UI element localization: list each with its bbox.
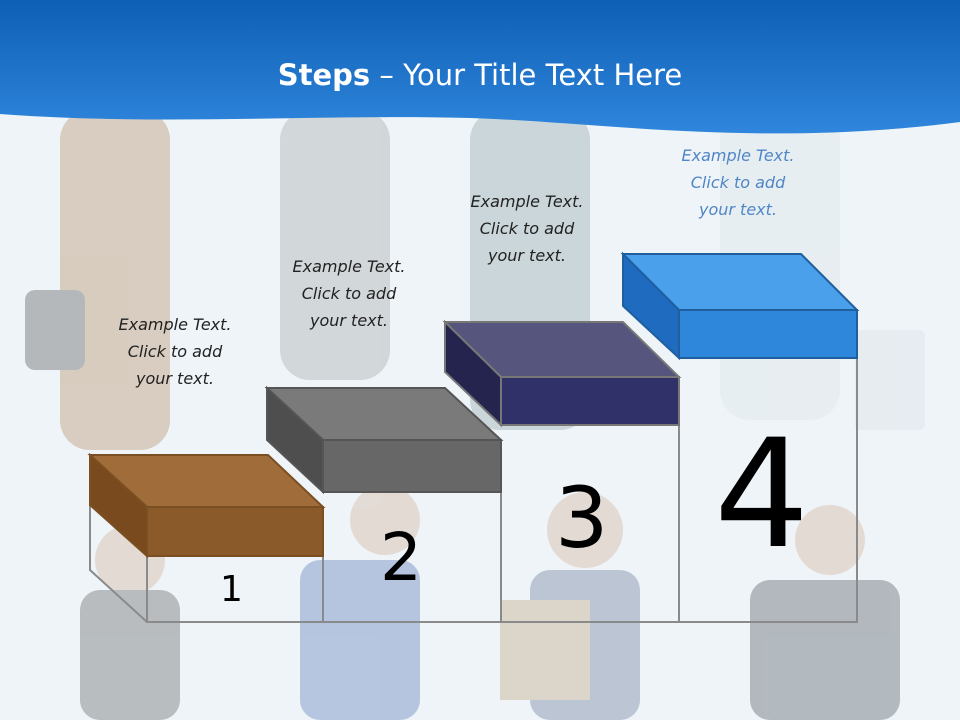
step-4-number: 4 xyxy=(714,408,810,582)
step-3-caption-line-3: your text. xyxy=(487,246,566,265)
step-3-caption-line-2: Click to add xyxy=(479,219,575,238)
step-2-caption[interactable]: Example Text. Click to add your text. xyxy=(254,253,444,334)
step-1-caption-line-3: your text. xyxy=(135,369,214,388)
step-4-block xyxy=(620,251,860,361)
step-1-number: 1 xyxy=(220,569,243,610)
step-1-caption-line-2: Click to add xyxy=(127,342,223,361)
step-2-caption-line-3: your text. xyxy=(309,311,388,330)
step-1-caption[interactable]: Example Text. Click to add your text. xyxy=(80,311,270,392)
title-rest: – Your Title Text Here xyxy=(370,58,683,92)
header-band xyxy=(0,0,960,134)
step-2-number: 2 xyxy=(380,519,422,596)
step-2-block xyxy=(264,385,504,495)
step-4-caption-line-3: your text. xyxy=(698,200,777,219)
step-3-caption[interactable]: Example Text. Click to add your text. xyxy=(432,188,622,269)
step-3-block xyxy=(442,319,682,428)
step-3-number: 3 xyxy=(555,469,609,567)
step-2-caption-line-2: Click to add xyxy=(301,284,397,303)
step-4-caption-line-1: Example Text. xyxy=(681,146,795,165)
step-1-caption-line-1: Example Text. xyxy=(118,315,232,334)
step-4-caption-line-2: Click to add xyxy=(690,173,786,192)
step-1-block xyxy=(87,452,326,559)
step-2-caption-line-1: Example Text. xyxy=(292,257,406,276)
title-bold: Steps xyxy=(277,58,371,92)
slide-title[interactable]: Steps – Your Title Text Here xyxy=(0,58,960,92)
step-4-caption[interactable]: Example Text. Click to add your text. xyxy=(643,142,833,223)
step-3-caption-line-1: Example Text. xyxy=(470,192,584,211)
